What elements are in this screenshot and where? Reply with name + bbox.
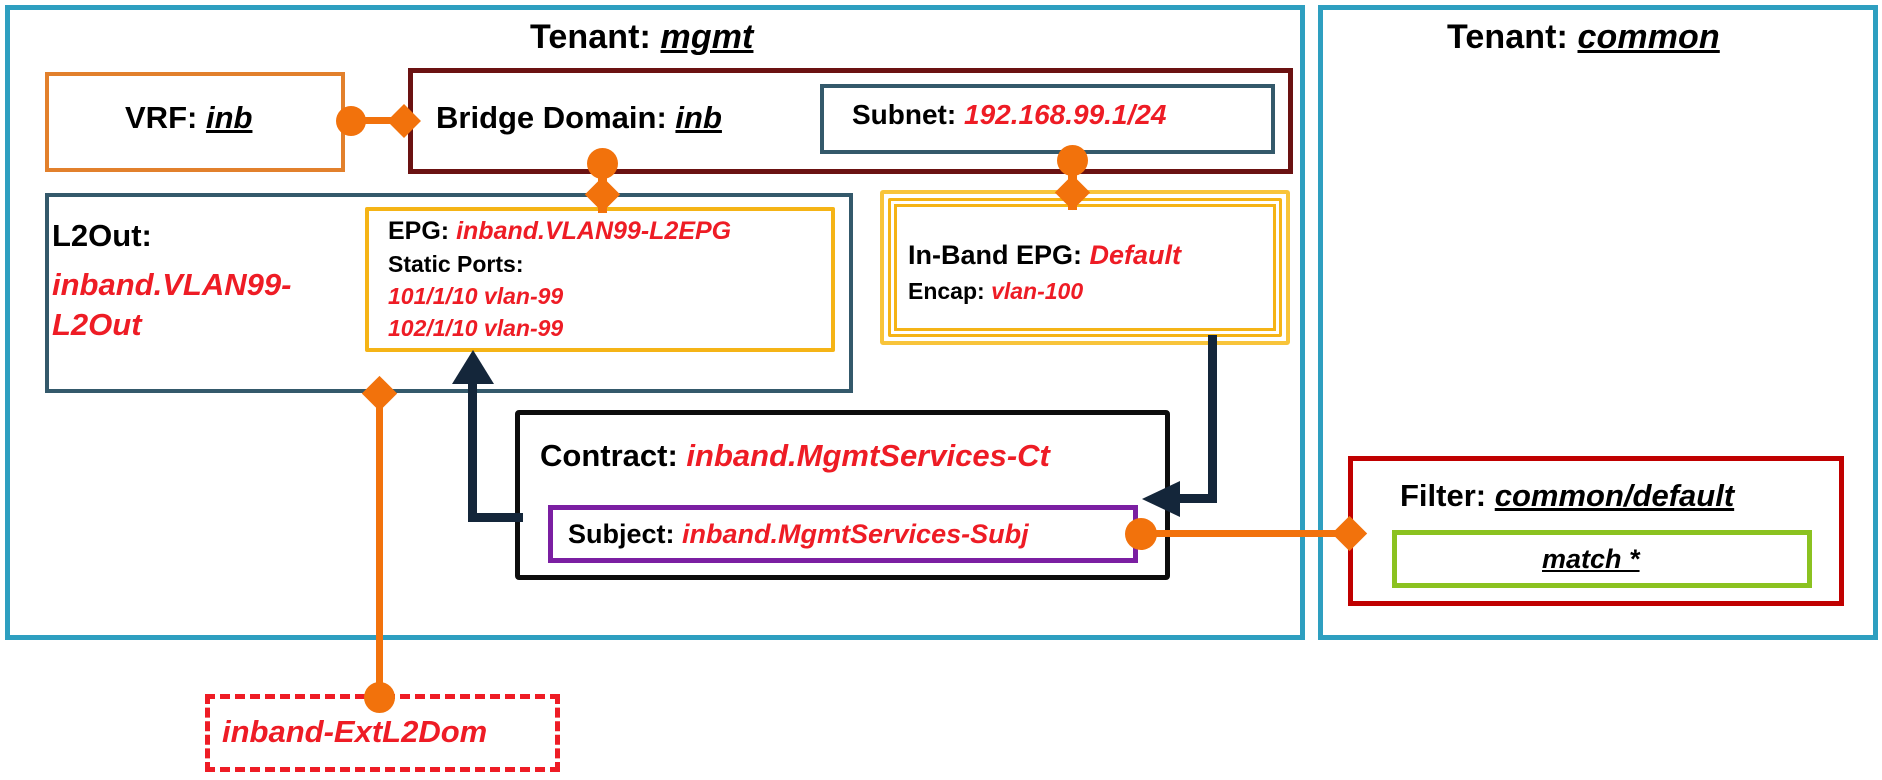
- contract-key: Contract:: [540, 438, 678, 473]
- inband-epg-mid-border: [888, 198, 1282, 337]
- l2out-value-label: inband.VLAN99-L2Out: [52, 265, 302, 346]
- epg-title-label: EPG: inband.VLAN99-L2EPG: [388, 217, 731, 246]
- subnet-box[interactable]: [820, 84, 1275, 154]
- arrow-contract-epg-vertical: [468, 378, 477, 518]
- tenant-mgmt-title-value: mgmt: [660, 18, 754, 56]
- filter-label: Filter: common/default: [1400, 478, 1734, 514]
- tenant-mgmt-title: Tenant: mgmt: [530, 18, 753, 57]
- tenant-mgmt-title-key: Tenant:: [530, 18, 651, 56]
- connector-subject-filter: [1140, 530, 1360, 537]
- contract-value: inband.MgmtServices-Ct: [686, 438, 1050, 473]
- inband-epg-value: Default: [1089, 240, 1182, 270]
- arrow-inband-contract-horizontal: [1178, 494, 1217, 503]
- l2out-value: inband.VLAN99-L2Out: [52, 267, 292, 343]
- bridge-domain-value: inb: [675, 100, 722, 135]
- vrf-key: VRF:: [125, 100, 198, 135]
- tenant-common-title-value: common: [1577, 18, 1720, 56]
- inband-epg-title-label: In-Band EPG: Default: [908, 240, 1181, 271]
- contract-label: Contract: inband.MgmtServices-Ct: [540, 438, 1050, 474]
- epg-static-ports-key: Static Ports:: [388, 251, 524, 277]
- filter-key: Filter:: [1400, 478, 1487, 513]
- bridge-domain-label: Bridge Domain: inb: [436, 100, 722, 136]
- connector-l2out-extdom: [376, 390, 383, 702]
- subject-label: Subject: inband.MgmtServices-Subj: [568, 519, 1029, 550]
- epg-static-port-1-value: 102/1/10 vlan-99: [388, 315, 564, 341]
- connector-vrf-bd: [340, 117, 412, 124]
- connector-endpoint-bd-bottom: [587, 148, 618, 179]
- l2out-key: L2Out:: [52, 218, 152, 253]
- epg-value: inband.VLAN99-L2EPG: [456, 217, 732, 245]
- vrf-value: inb: [205, 100, 253, 135]
- filter-match-box[interactable]: [1392, 530, 1812, 588]
- connector-endpoint-subject-right: [1125, 518, 1157, 550]
- subnet-value: 192.168.99.1/24: [964, 99, 1167, 130]
- inband-epg-encap-label: Encap: vlan-100: [908, 278, 1083, 305]
- arrow-inband-contract-vertical: [1208, 335, 1217, 503]
- inband-epg-inner-border: [894, 204, 1276, 331]
- tenant-common-title-key: Tenant:: [1447, 18, 1568, 56]
- subject-key: Subject:: [568, 519, 675, 549]
- arrow-contract-epg-horizontal: [468, 513, 523, 522]
- arrow-contract-epg-head: [452, 350, 494, 384]
- inband-epg-encap-key: Encap:: [908, 278, 985, 304]
- connector-endpoint-vrf: [336, 106, 366, 136]
- inband-epg-key: In-Band EPG:: [908, 240, 1082, 270]
- external-l2-domain-value: inband-ExtL2Dom: [222, 714, 488, 749]
- subject-box[interactable]: [548, 505, 1138, 563]
- subject-value: inband.MgmtServices-Subj: [682, 519, 1029, 549]
- epg-static-port-0: 101/1/10 vlan-99: [388, 283, 563, 310]
- inband-epg-encap-value: vlan-100: [991, 278, 1084, 304]
- vrf-box[interactable]: [45, 72, 345, 172]
- filter-match-value: match *: [1542, 544, 1640, 574]
- connector-endpoint-extdom-top: [364, 682, 395, 713]
- connector-endpoint-subnet-bottom: [1057, 145, 1088, 176]
- epg-static-port-0-value: 101/1/10 vlan-99: [388, 283, 564, 309]
- epg-static-ports-label: Static Ports:: [388, 251, 523, 278]
- vrf-label: VRF: inb: [125, 100, 252, 136]
- subnet-label: Subnet: 192.168.99.1/24: [852, 99, 1166, 131]
- epg-key: EPG:: [388, 217, 450, 245]
- tenant-common-title: Tenant: common: [1447, 18, 1720, 57]
- l2out-key-label: L2Out:: [52, 218, 152, 254]
- bridge-domain-key: Bridge Domain:: [436, 100, 667, 135]
- subnet-key: Subnet:: [852, 99, 957, 130]
- external-l2-domain-label: inband-ExtL2Dom: [222, 714, 487, 750]
- arrow-inband-contract-head: [1142, 481, 1180, 517]
- inband-epg-box[interactable]: [880, 190, 1290, 345]
- filter-match-label: match *: [1542, 544, 1640, 575]
- epg-static-port-1: 102/1/10 vlan-99: [388, 315, 563, 342]
- filter-value: common/default: [1494, 478, 1735, 513]
